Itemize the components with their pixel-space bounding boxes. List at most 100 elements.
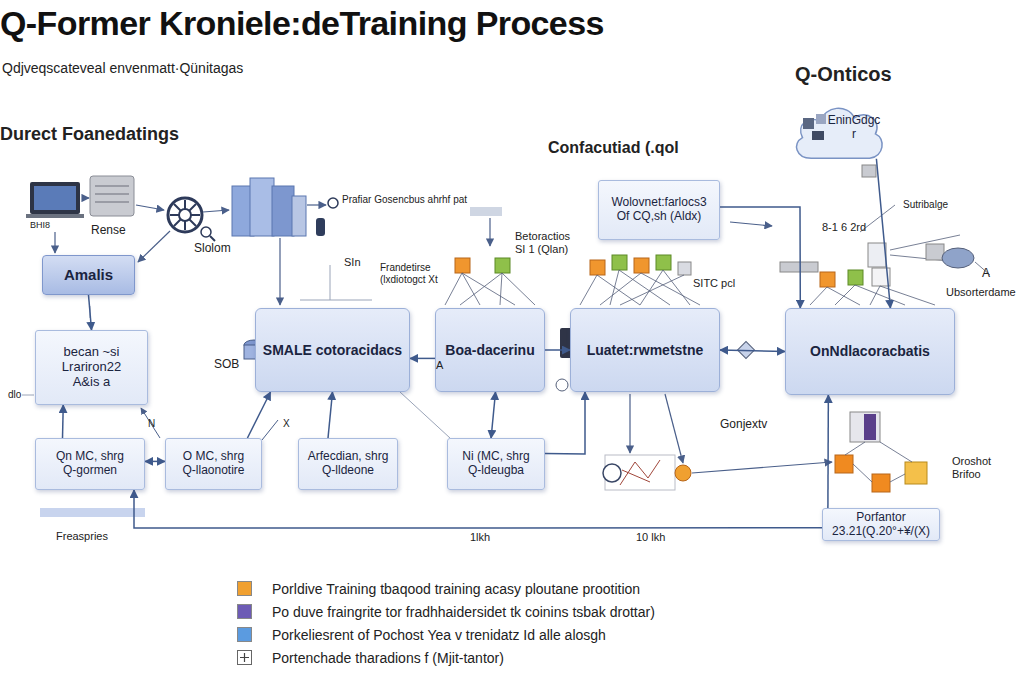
leader-line: [203, 210, 229, 212]
diamond-icon: [738, 342, 755, 359]
sensor-icon: [556, 379, 568, 391]
leader-line: [138, 231, 170, 262]
flow-connector: [720, 350, 785, 352]
legend-shape-sample: [237, 650, 252, 665]
node-text: Qn MC, shrg: [56, 450, 124, 464]
process-box: O MC, shrgQ-llaonotire: [165, 438, 262, 490]
annotation-label: Gonjextv: [720, 418, 767, 432]
legend-shape-mark: [240, 653, 249, 662]
server-icon: [868, 243, 886, 267]
leader-line: [489, 218, 490, 246]
legend-text: Porkeliesrent of Pochost Yea v trenidatz…: [272, 627, 606, 643]
leader-line: [400, 392, 450, 438]
annotation-label: SIn: [344, 256, 361, 269]
process-box: Boa-dacerinu: [435, 308, 545, 392]
laptop-screen: [34, 186, 76, 210]
annotation-label: Q-Onticos: [795, 63, 892, 86]
legend-swatch: [237, 604, 252, 619]
cloud-outline: [790, 98, 886, 164]
cube-icon: [872, 268, 890, 286]
node-text: becan ~si: [63, 345, 119, 360]
leader-line: [665, 394, 683, 463]
process-box: Ni (MC, shrgQ-ldeugba: [447, 438, 545, 490]
annotation-label: Rense: [91, 224, 126, 238]
leader-line: [82, 197, 89, 198]
annotation-label: X: [283, 418, 290, 430]
cloud-shape: [797, 108, 883, 158]
cloud-node: EninGdgcr: [790, 98, 886, 164]
laptop-icon: [30, 182, 80, 214]
cube-icon: [656, 255, 671, 270]
legend: Porldive Training tbaqood training acasy…: [237, 577, 655, 669]
storage-icon: [316, 218, 325, 236]
node-text: Porfantor: [856, 511, 905, 525]
node-text: O MC, shrg: [183, 450, 244, 464]
legend-row: Po duve fraingrite tor fradhhaidersidet …: [237, 600, 655, 623]
cube-icon: [820, 272, 835, 287]
annotation-label: SITC pcl: [693, 277, 735, 290]
magnifier-icon: [201, 227, 211, 237]
leader-line: [730, 222, 772, 226]
cube-icon: [495, 258, 510, 273]
annotation-label: Confacutiad (.qol: [548, 139, 679, 157]
progress-bar: [470, 207, 502, 216]
flow-connector: [491, 392, 495, 438]
annotation-label: N: [148, 418, 155, 430]
flow-connector: [62, 405, 64, 438]
flow-connector: [720, 207, 800, 308]
annotation-label: A: [436, 359, 443, 372]
flow-connector: [827, 395, 829, 508]
annotation-label: dlo: [8, 389, 21, 401]
node-text: Luatet:rwmetstne: [587, 342, 704, 358]
process-box: OnNdlacoracbatis: [785, 308, 955, 395]
node-text: Q-ldeugba: [468, 464, 524, 478]
node-text: Q-llaonotire: [182, 464, 244, 478]
network-lines: [580, 270, 700, 305]
cube-icon: [634, 258, 649, 273]
cloud-icon: [942, 248, 974, 268]
process-box: Wolovnet:farlocs3Of CQ,sh (Aldx): [598, 180, 720, 240]
node-text: Ni (MC, shrg: [462, 450, 529, 464]
process-box: becan ~siLrariron22A&is a: [35, 330, 148, 405]
process-box: Amalis: [42, 255, 135, 295]
leader-line: [860, 205, 960, 262]
annotation-label: Oroshot Brifoo: [952, 455, 1004, 480]
cube-icon: [872, 474, 890, 492]
leader-line: [141, 408, 160, 438]
gear-spokes: [170, 200, 200, 230]
legend-row: Porldive Training tbaqood training acasy…: [237, 577, 655, 600]
leader-line: [90, 306, 91, 318]
gear-hub: [179, 209, 191, 221]
flow-connector: [328, 392, 333, 438]
legend-row: Porkeliesrent of Pochost Yea v trenidatz…: [237, 623, 655, 646]
node-text: Wolovnet:farlocs3: [611, 196, 706, 210]
node-text: EninGdgcr: [826, 114, 882, 142]
leader-line: [54, 232, 55, 253]
annotation-label: 8-1 6 2rd: [822, 221, 866, 234]
annotation-label: A: [982, 267, 990, 281]
node-text: Of CQ,sh (Aldx): [617, 210, 702, 224]
legend-swatch: [237, 627, 252, 642]
process-box: Luatet:rwmetstne: [570, 308, 720, 392]
server-icon: [926, 244, 944, 260]
server-rack: [232, 186, 254, 236]
diagram-title: Q-Former Kroniele:deTraining Process: [0, 4, 604, 43]
cube-stripe: [864, 414, 876, 440]
leader-line: [692, 462, 832, 473]
rack-icon: [780, 262, 818, 272]
server-slots: [95, 186, 129, 202]
node-text: A&is a: [73, 375, 111, 390]
process-box: Porfantor23.21(Q.20°+¥/(X): [822, 508, 940, 541]
legend-text: Porldive Training tbaqood training acasy…: [272, 581, 640, 597]
node-text: Amalis: [64, 266, 113, 283]
node-text: Arfecdian, shrg: [308, 450, 389, 464]
cube-icon: [905, 462, 927, 484]
leader-line: [629, 394, 630, 453]
annotation-label: SOB: [214, 358, 239, 372]
cube-icon: [678, 262, 691, 275]
bracket-line: [300, 265, 372, 300]
network-lines: [810, 285, 935, 305]
server-icon: [862, 165, 876, 177]
node-text: Lrariron22: [62, 360, 121, 375]
